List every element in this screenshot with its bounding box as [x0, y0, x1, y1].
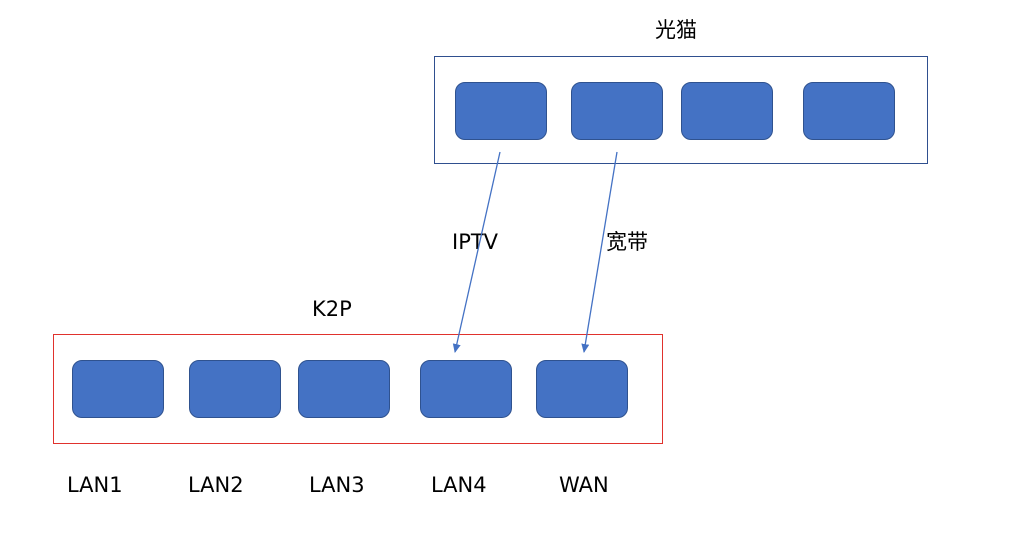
router-port-lan3: [298, 360, 390, 418]
modem-box: [434, 56, 928, 164]
connection-label-iptv: IPTV: [452, 230, 499, 254]
port-label-lan2: LAN2: [188, 473, 244, 497]
router-box: [53, 334, 663, 444]
router-title: K2P: [312, 297, 352, 321]
connection-label-broadband: 宽带: [606, 230, 648, 254]
router-port-lan4: [420, 360, 512, 418]
modem-port-4: [803, 82, 895, 140]
router-port-wan: [536, 360, 628, 418]
modem-title: 光猫: [655, 18, 697, 42]
port-label-lan4: LAN4: [431, 473, 487, 497]
port-label-lan3: LAN3: [309, 473, 365, 497]
modem-port-1: [455, 82, 547, 140]
port-label-wan: WAN: [559, 473, 609, 497]
router-port-lan2: [189, 360, 281, 418]
router-port-lan1: [72, 360, 164, 418]
modem-port-2: [571, 82, 663, 140]
modem-port-3: [681, 82, 773, 140]
port-label-lan1: LAN1: [67, 473, 123, 497]
